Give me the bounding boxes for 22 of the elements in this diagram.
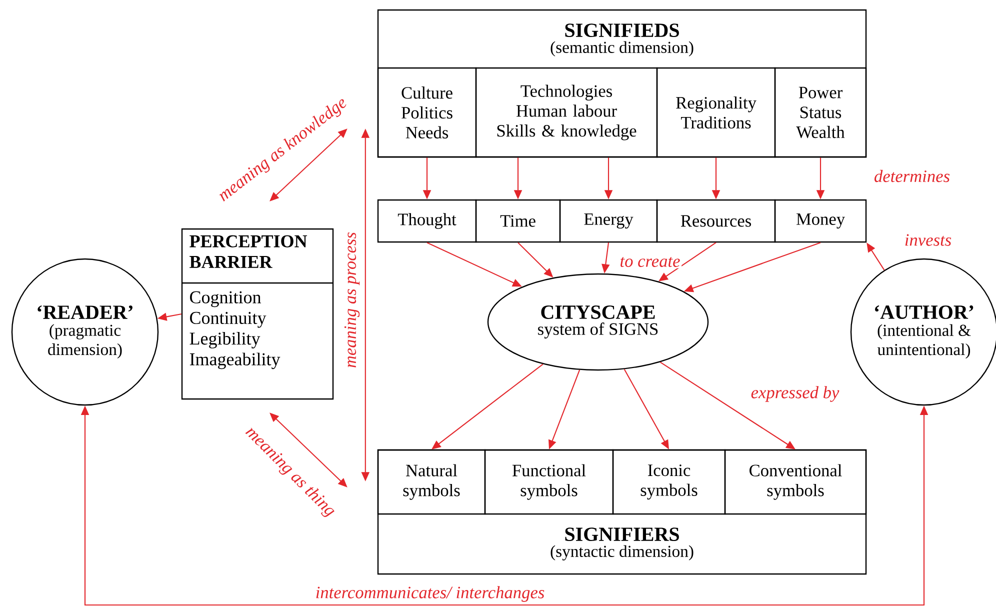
list-box: PERCEPTION BARRIER Cognition Continuity Legibility Imageability (181, 228, 334, 400)
edge-label: determines (872, 168, 952, 184)
table-cell: Iconic symbols (612, 449, 726, 515)
table-cell: Natural symbols (377, 449, 486, 515)
circle-node: ‘READER’ (pragmatic dimension) (11, 258, 159, 406)
ellipse-node: CITYSCAPE system of SIGNS (487, 273, 709, 371)
table-cell: Conventional symbols (724, 449, 867, 515)
table-cell: Functional symbols (484, 449, 614, 515)
table-cell: Technologies Human labour Skills & knowledge (475, 67, 658, 158)
table-cell: Time (475, 199, 561, 243)
edge-label: meaning as process (343, 230, 361, 370)
edge-label: to create (618, 256, 682, 268)
table-cell: Energy (559, 199, 658, 243)
table-cell: Thought (377, 199, 477, 243)
table-cell: Resources (656, 199, 776, 243)
edge-label: intercommunicates/ interchanges (314, 584, 546, 604)
edge-label: expressed by (749, 384, 841, 404)
table-cell: Culture Politics Needs (377, 67, 477, 158)
table-cell: Money (774, 199, 867, 243)
table-cell: Power Status Wealth (774, 67, 867, 158)
edge-label: invests (903, 232, 953, 248)
table-cell: Regionality Traditions (656, 67, 776, 158)
